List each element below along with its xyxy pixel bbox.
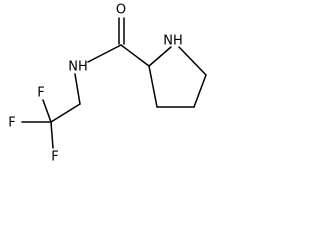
bond-carbonyl-amide-n: [87, 44, 122, 63]
bond-ring-c2-n1: [148, 46, 172, 67]
atom-label-oxygen: O: [116, 3, 126, 18]
atom-label-fluorine-left: F: [8, 116, 15, 131]
bonds: [21, 17, 207, 149]
atom-label-fluorine-bottom: F: [51, 150, 58, 165]
bond-carbonyl-ring-c2: [120, 44, 150, 67]
bond-ring-n1-c5: [178, 46, 207, 76]
atom-label-ring-nitrogen: NH: [163, 34, 183, 49]
molecule-diagram: O NH NH F F F: [8, 3, 207, 165]
bond-ring-c3-c2: [148, 65, 158, 108]
atom-labels: O NH NH F F F: [8, 3, 182, 165]
bond-ch2-cf3: [50, 103, 81, 123]
atom-label-fluorine-top: F: [37, 86, 44, 101]
bond-amide-n-ch2: [74, 73, 81, 105]
atom-label-amide-nitrogen: NH: [68, 60, 88, 75]
bond-ring-c5-c4: [193, 74, 207, 108]
bond-cf3-f-bottom: [50, 121, 54, 149]
bond-cf3-f-top: [42, 99, 52, 123]
